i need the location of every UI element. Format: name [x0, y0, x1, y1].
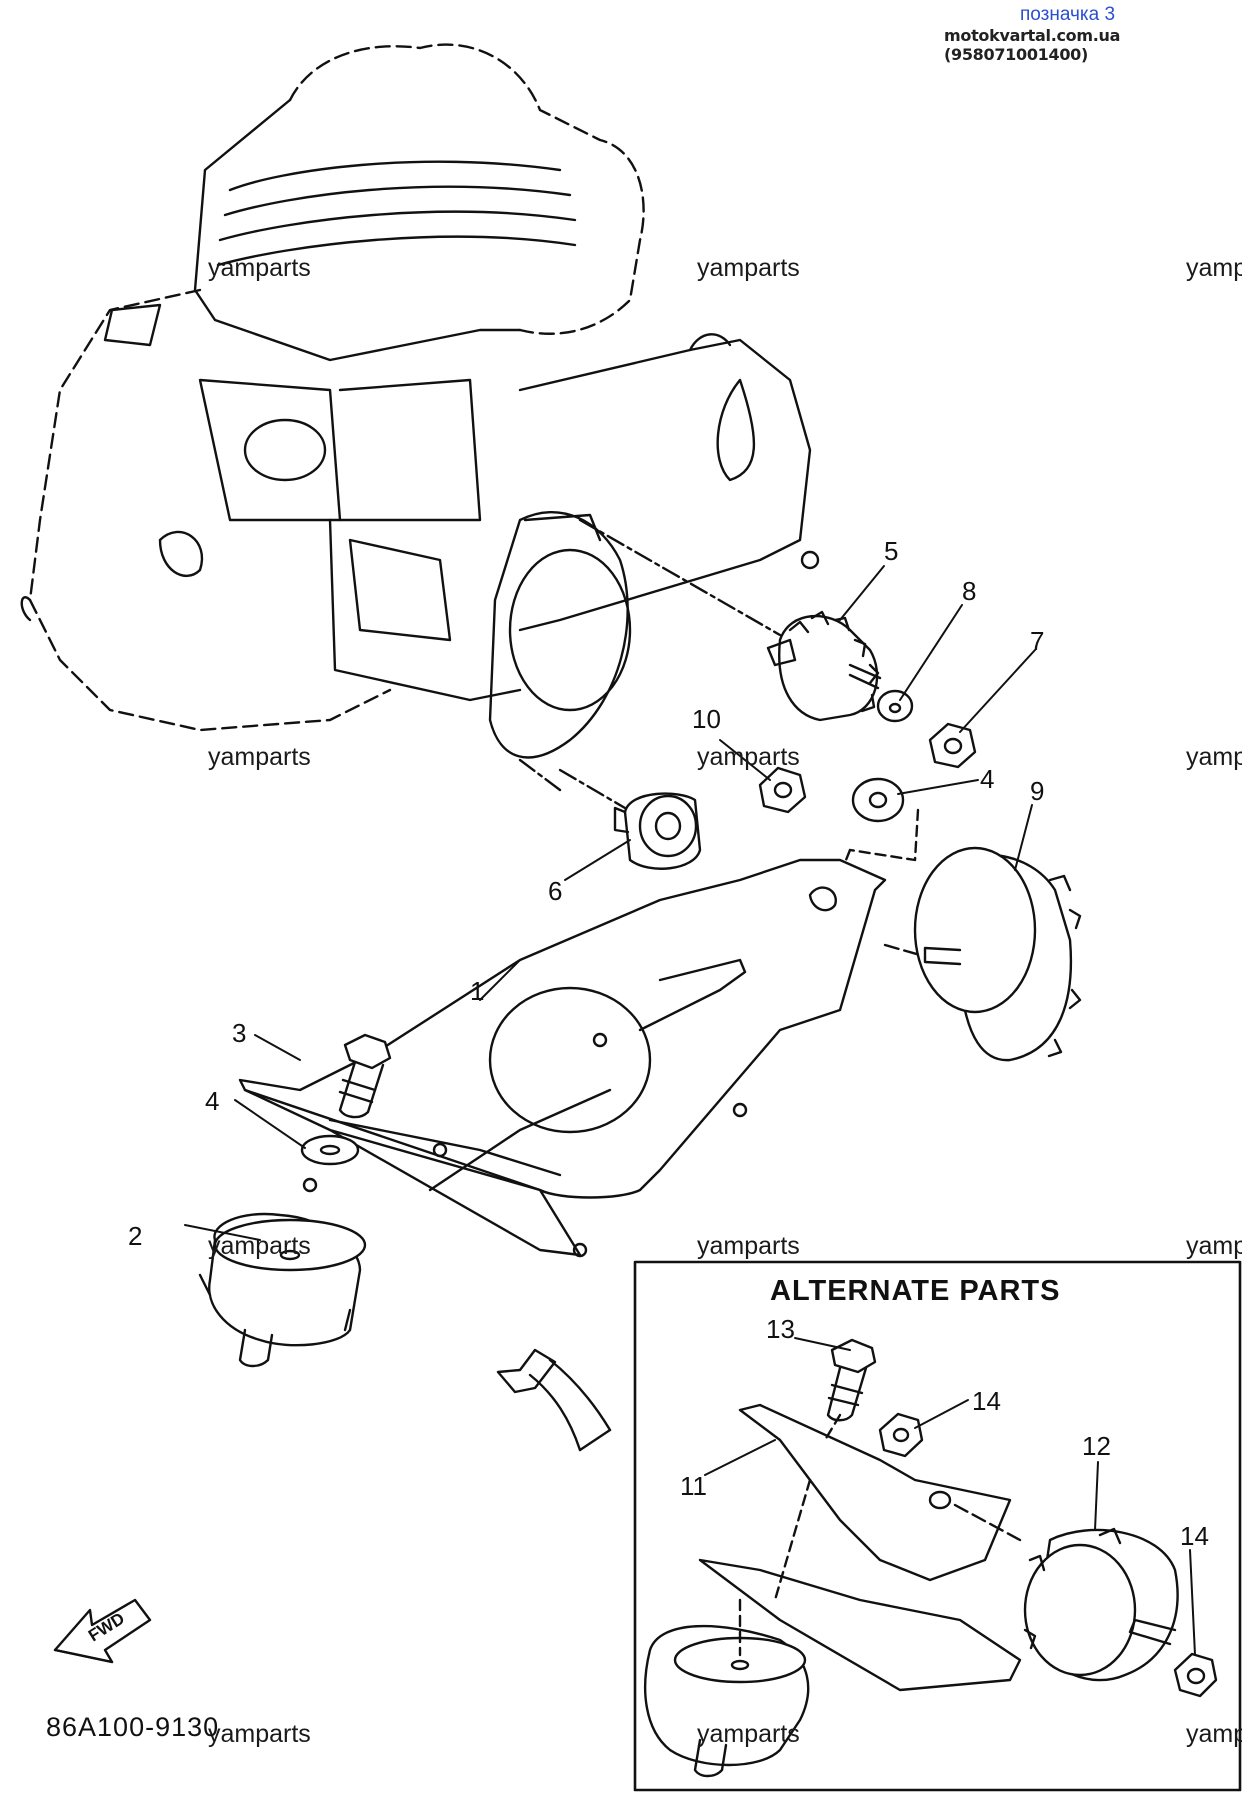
fwd-curved-arrow — [496, 1348, 612, 1452]
part-1-bracket — [238, 858, 887, 1258]
callout-14-lower: 14 — [1180, 1521, 1209, 1551]
part-7-nut — [928, 722, 977, 769]
part-12-engine-mount — [1023, 1527, 1179, 1682]
part-5-damper — [766, 610, 882, 722]
figure-code: 86A100-9130 — [46, 1712, 220, 1742]
watermark: yamparts — [697, 1720, 800, 1748]
callout-9: 9 — [1030, 776, 1044, 806]
callout-4-upper: 4 — [980, 764, 994, 794]
callout-5: 5 — [884, 536, 898, 566]
header-site: motokvartal.com.ua (958071001400) — [944, 26, 1121, 64]
callout-leaders — [184, 565, 1196, 1656]
part-8-washer — [876, 689, 914, 723]
watermark: yamparts — [208, 254, 311, 282]
watermark: yamparts — [208, 743, 311, 771]
part-2-engine-mount — [198, 1212, 367, 1368]
callout-7: 7 — [1030, 626, 1044, 656]
part-3-bolt — [338, 1033, 392, 1119]
callout-11: 11 — [680, 1471, 707, 1501]
watermark: yamp — [1186, 743, 1242, 771]
watermark: yamparts — [697, 743, 800, 771]
part-10-nut — [758, 766, 807, 814]
callout-14-upper: 14 — [972, 1386, 1001, 1416]
callout-13: 13 — [766, 1314, 795, 1344]
watermark: yamparts — [697, 1232, 800, 1260]
callout-numbers: 1 2 3 4 4 5 6 7 8 9 10 11 12 13 14 14 — [128, 536, 1209, 1551]
watermark: yamp — [1186, 1232, 1242, 1260]
header-title: позначка 3 — [1020, 4, 1116, 25]
fwd-arrow-icon — [53, 1598, 152, 1664]
callout-10: 10 — [692, 704, 721, 734]
callout-2: 2 — [128, 1221, 142, 1251]
callout-4-lower: 4 — [205, 1086, 219, 1116]
part-11-bracket — [698, 1403, 1022, 1692]
watermark: yamparts — [208, 1232, 311, 1260]
part-14-nut-upper — [878, 1412, 924, 1458]
watermark: yamp — [1186, 254, 1242, 282]
watermark: yamparts — [208, 1720, 311, 1748]
watermark: yamp — [1186, 1720, 1242, 1748]
watermark: yamparts — [697, 254, 800, 282]
alternate-parts-box — [633, 1260, 1242, 1792]
part-13-bolt — [826, 1338, 877, 1422]
part-6-bushing — [613, 792, 702, 870]
part-4-washer-upper — [851, 777, 905, 823]
part-4-washer-lower — [300, 1134, 360, 1166]
part-9-engine-mount — [883, 846, 1082, 1062]
part-14-nut-lower — [1173, 1652, 1218, 1698]
engine-outline — [20, 43, 820, 810]
callout-6: 6 — [548, 876, 562, 906]
alternate-lower-mount — [644, 1598, 810, 1778]
callout-1: 1 — [470, 976, 484, 1006]
alternate-parts-title: ALTERNATE PARTS — [770, 1275, 1061, 1307]
callout-12: 12 — [1082, 1431, 1111, 1461]
callout-3: 3 — [232, 1018, 246, 1048]
callout-8: 8 — [962, 576, 976, 606]
